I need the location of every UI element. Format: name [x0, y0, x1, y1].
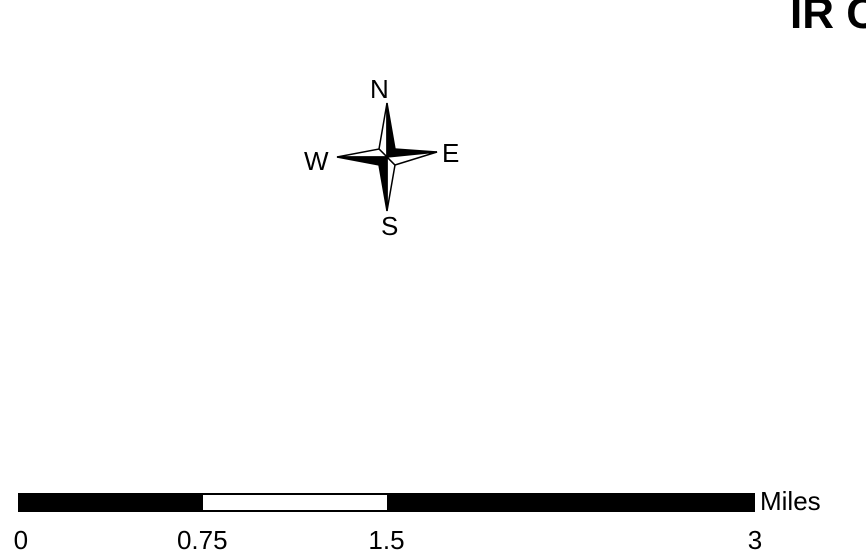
compass-west-label: W — [304, 146, 329, 176]
compass-east-label: E — [442, 138, 460, 168]
scale-bar — [18, 493, 755, 512]
north-arrow-icon — [295, 70, 470, 245]
compass-north-label: N — [370, 74, 389, 104]
scale-bar-unit: Miles — [760, 486, 821, 516]
scale-bar-tick-label: 0 — [13, 525, 29, 555]
compass-south-label: S — [381, 211, 399, 241]
scale-bar-tick-label: 3 — [747, 525, 763, 555]
scale-bar-segment — [203, 495, 387, 510]
map-title: IR C — [790, 0, 866, 38]
scale-bar-tick-label: 0.75 — [176, 525, 228, 555]
scale-bar-segment — [386, 495, 753, 510]
scale-bar-segment — [20, 495, 204, 510]
compass-rose-icon — [336, 102, 438, 212]
scale-bar-tick-label: 1.5 — [368, 525, 405, 555]
